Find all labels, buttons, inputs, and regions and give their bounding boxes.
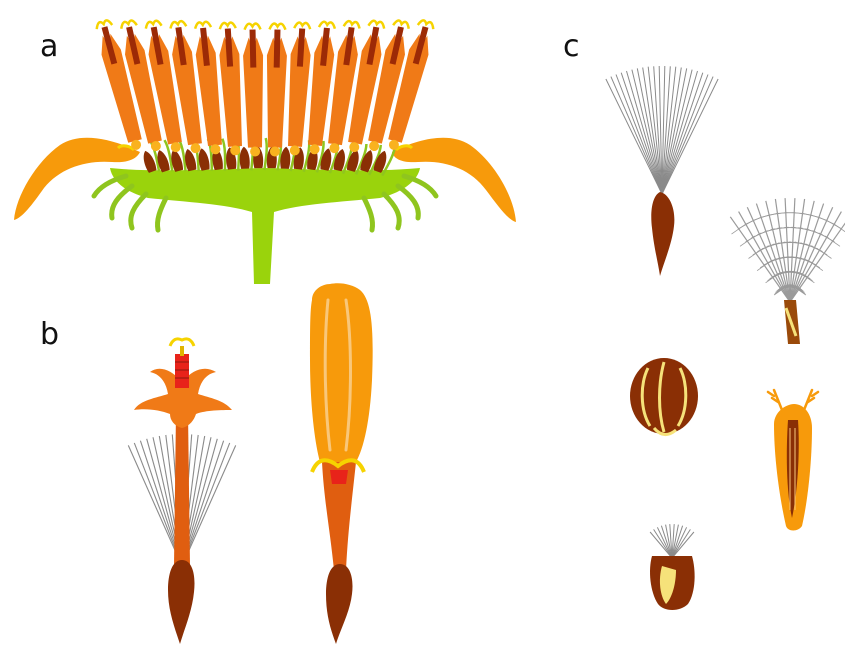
achene-b [168, 560, 195, 644]
pappus-bristle [611, 77, 662, 194]
corolla-tube [174, 412, 190, 566]
panel-b-disc-floret [128, 339, 235, 644]
panel-label-c: c [563, 29, 580, 64]
panel-label-b: b [40, 317, 59, 352]
panel-b-ray-floret [310, 283, 373, 644]
panel-label-a: a [40, 29, 58, 64]
disc-floret [265, 23, 288, 156]
achene-capillary-pappus [606, 66, 718, 276]
stigma [170, 339, 194, 346]
ligule [310, 283, 373, 462]
disc-floret [217, 22, 245, 156]
achene-ribbed [630, 358, 698, 435]
achene-awned [768, 390, 818, 531]
achene-short-pappus [650, 524, 695, 610]
pappus-bristle [662, 77, 713, 194]
anther-tube [175, 354, 189, 388]
disc-floret-row [93, 19, 436, 157]
achene-ray [326, 564, 353, 644]
achene-plumose-pappus [730, 198, 845, 344]
panel-a-flower-head [14, 19, 516, 284]
disc-floret [284, 22, 312, 156]
disc-floret [242, 23, 265, 156]
